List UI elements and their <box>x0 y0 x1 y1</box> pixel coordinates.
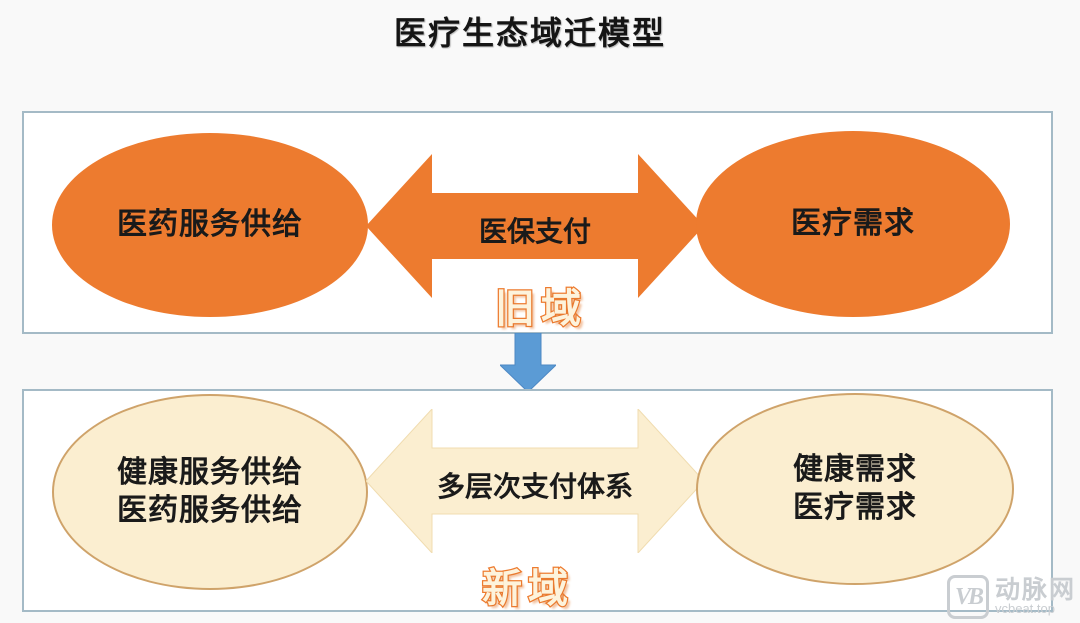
watermark: VB 动脉网 vcbeat.top <box>946 575 1076 619</box>
new-demand-line1: 健康需求 <box>793 453 917 486</box>
new-demand-line2: 医疗需求 <box>793 491 917 524</box>
new-demand-ellipse: 健康需求 医疗需求 <box>696 393 1014 585</box>
old-demand-ellipse: 医疗需求 <box>696 131 1010 317</box>
old-domain-label: 旧域 <box>494 286 587 333</box>
down-arrow-icon <box>500 333 556 392</box>
watermark-url: vcbeat.top <box>994 601 1055 616</box>
old-supply-label: 医药服务供给 <box>117 208 303 241</box>
new-domain-label: 新域 <box>481 566 574 613</box>
new-supply-line2: 医药服务供给 <box>117 494 303 527</box>
new-payment-label: 多层次支付体系 <box>436 471 633 502</box>
watermark-text: 动脉网 vcbeat.top <box>995 578 1076 616</box>
old-demand-label: 医疗需求 <box>791 207 915 240</box>
old-supply-ellipse: 医药服务供给 <box>52 133 368 317</box>
new-demand-label: 健康需求 医疗需求 <box>793 451 917 527</box>
old-payment-label: 医保支付 <box>478 216 591 247</box>
new-payment-double-arrow-icon <box>366 409 704 553</box>
new-supply-label: 健康服务供给 医药服务供给 <box>117 454 303 530</box>
old-payment-double-arrow-icon <box>366 154 704 298</box>
vb-logo-icon: VB <box>946 575 989 619</box>
watermark-name: 动脉网 <box>994 576 1076 604</box>
vb-logo-text: VB <box>954 583 984 610</box>
page-title: 医疗生态域迁模型 <box>393 15 666 51</box>
new-supply-line1: 健康服务供给 <box>117 456 303 489</box>
new-supply-ellipse: 健康服务供给 医药服务供给 <box>52 394 368 590</box>
